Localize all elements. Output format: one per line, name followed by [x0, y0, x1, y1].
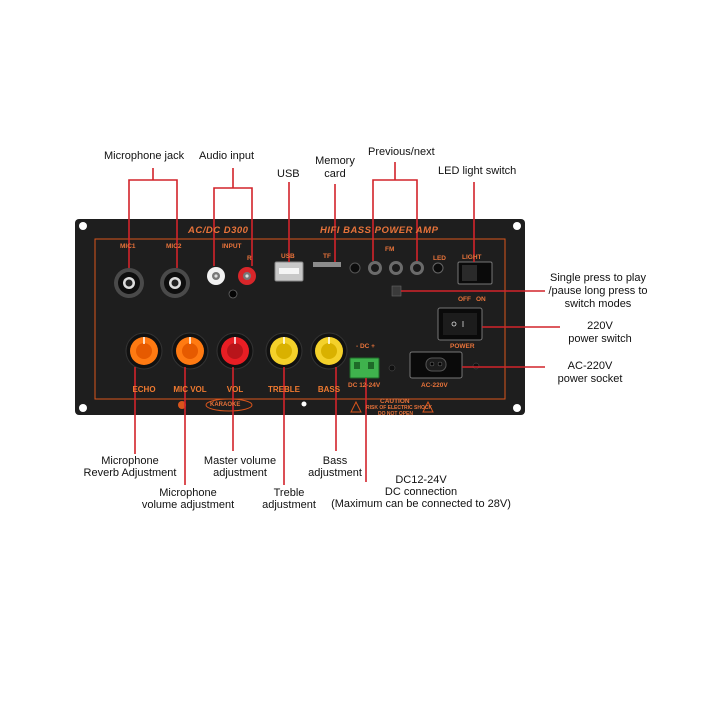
power-switch-symbol	[451, 321, 457, 327]
fm-label: FM	[385, 246, 395, 253]
led-label: LED	[433, 255, 446, 262]
callout-prev-next: Previous/next	[368, 146, 435, 158]
power-switch-rocker	[443, 313, 477, 335]
tf-slot	[313, 262, 341, 267]
mic2-label: MIC2	[166, 243, 182, 250]
callout-dc-2: DC connection	[384, 486, 458, 498]
karaoke-label: KARAOKE	[210, 402, 241, 408]
mic-jack-1	[114, 268, 144, 298]
warning-triangle-icon	[350, 400, 362, 413]
callout-led-switch: LED light switch	[438, 165, 517, 177]
callout-ac-socket-1: AC-220V	[567, 360, 613, 372]
bass-label: BASS	[317, 385, 341, 394]
callout-play-1: Single press to play	[550, 272, 646, 284]
next-button	[410, 261, 424, 275]
rca-white	[207, 267, 225, 285]
callout-master-1: Master volume	[203, 455, 277, 467]
callout-play-2: /pause long press to	[548, 285, 648, 297]
dc-screw	[388, 364, 396, 372]
callout-power-switch-2: power switch	[568, 333, 632, 345]
callout-mic-jack: Microphone jack	[104, 150, 185, 162]
mic-vol-label: MIC VOL	[173, 385, 207, 394]
led-indicator	[432, 262, 444, 274]
callout-mic-vol-2: volume adjustment	[141, 499, 235, 511]
vol-label: VOL	[226, 385, 244, 394]
echo-knob	[125, 332, 163, 370]
callout-ac-socket-2: power socket	[557, 373, 623, 385]
callout-play-3: switch modes	[564, 298, 632, 310]
mode-button	[391, 285, 402, 297]
microphone-logo-icon	[178, 401, 186, 409]
treble-label: TREBLE	[268, 385, 300, 394]
callout-lines	[128, 162, 560, 485]
ac-label: AC-220V	[421, 382, 448, 389]
play-button	[389, 261, 403, 275]
usb-label: USB	[281, 253, 295, 260]
callout-bass-1: Bass	[322, 455, 348, 467]
plate-title: HIFI BASS POWER AMP	[320, 225, 439, 236]
echo-label: ECHO	[132, 385, 156, 394]
ir-receiver	[349, 262, 361, 274]
callout-reverb-1: Microphone	[101, 455, 159, 467]
input-r-label: R	[247, 255, 252, 262]
callout-master-2: adjustment	[213, 467, 267, 479]
treble-knob	[265, 332, 303, 370]
tf-label: TF	[323, 253, 331, 260]
mic-vol-knob	[171, 332, 209, 370]
mic-jack-2	[160, 268, 190, 298]
screw-hole	[79, 404, 87, 412]
prev-button	[368, 261, 382, 275]
caution-sub-label: RISK OF ELECTRIC SHOCK	[366, 405, 433, 411]
light-switch-rocker	[462, 265, 477, 281]
screw-hole	[513, 404, 521, 412]
vol-knob	[216, 332, 254, 370]
light-off-label: OFF	[458, 296, 471, 303]
caution-label: CAUTION	[380, 398, 410, 405]
callout-dc-3: (Maximum can be connected to 28V)	[331, 498, 511, 510]
callout-usb: USB	[277, 168, 300, 180]
callout-power-switch-1: 220V	[587, 320, 613, 332]
model-label: AC/DC D300	[188, 225, 249, 236]
callout-memory-card-1: Memory	[315, 155, 355, 167]
dc-range-label: DC 12-24V	[348, 382, 381, 389]
power-label: POWER	[450, 343, 475, 350]
karaoke-badge	[205, 398, 253, 412]
light-label: LIGHT	[462, 254, 482, 261]
socket-screw	[472, 362, 480, 370]
callout-audio-input: Audio input	[199, 150, 255, 162]
caution-sub2-label: DO NOT OPEN	[378, 411, 414, 417]
light-on-label: ON	[476, 296, 486, 303]
warning-triangle-icon	[422, 400, 434, 413]
usb-port-slot	[279, 268, 299, 274]
aux-jack	[228, 289, 238, 299]
input-label: INPUT	[222, 243, 242, 250]
plate-border	[94, 238, 506, 400]
screw-hole	[301, 401, 307, 407]
dc-polarity-label: - DC +	[356, 343, 375, 350]
rca-red	[238, 267, 256, 285]
callout-memory-card-2: card	[324, 168, 346, 180]
callout-bass-2: adjustment	[308, 467, 362, 479]
callout-treble-1: Treble	[273, 487, 305, 499]
callout-reverb-2: Reverb Adjustment	[83, 467, 177, 479]
callout-treble-2: adjustment	[262, 499, 316, 511]
bass-knob	[310, 332, 348, 370]
ac-socket-inner	[425, 357, 447, 372]
callout-dc-1: DC12-24V	[395, 474, 447, 486]
screw-hole	[513, 222, 521, 230]
mic1-label: MIC1	[120, 243, 136, 250]
callout-mic-vol-1: Microphone	[159, 487, 217, 499]
screw-hole	[79, 222, 87, 230]
